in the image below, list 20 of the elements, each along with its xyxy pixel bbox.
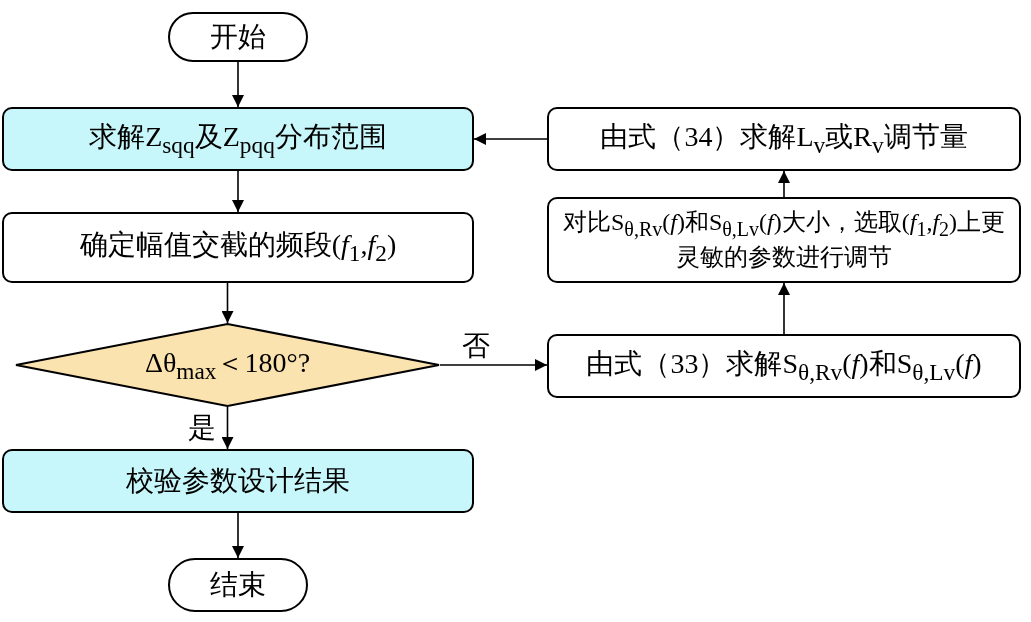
process-box: 对比S$_{θ,Rv}$(f)和S$_{θ,Lv}$(f)大小，选取(f$_{1}$,f$_{2}$)上更灵敏的参数进行调节: [547, 197, 1021, 283]
terminal-box: 结束: [168, 558, 308, 612]
arrow: [778, 282, 790, 335]
arrow: [221, 282, 234, 324]
process-box: 确定幅值交截的频段(f$_{1}$,f$_{2}$): [2, 212, 474, 283]
process-box: 求解Z$_{sqq}$及Z$_{pqq}$分布范围: [2, 107, 474, 171]
terminal-box: 开始: [168, 12, 308, 62]
arrow: [232, 512, 244, 559]
arrow: [221, 406, 234, 450]
arrow: [439, 359, 548, 371]
process-box: 由式（34）求解L$_{v}$或R$_{v}$调节量: [547, 107, 1021, 171]
condition-text: Δθ$_{max}$＜180°?: [144, 345, 311, 386]
process-box: 由式（33）求解S$_{θ,Rv}$(f)和S$_{θ,Lv}$(f): [547, 334, 1021, 398]
arrow: [232, 61, 244, 108]
edge-label: 是: [186, 414, 218, 442]
process-box: 校验参数设计结果: [2, 449, 474, 513]
arrow: [473, 133, 548, 145]
arrow: [232, 170, 244, 213]
arrow: [778, 170, 790, 198]
edge-label: 否: [460, 332, 492, 360]
